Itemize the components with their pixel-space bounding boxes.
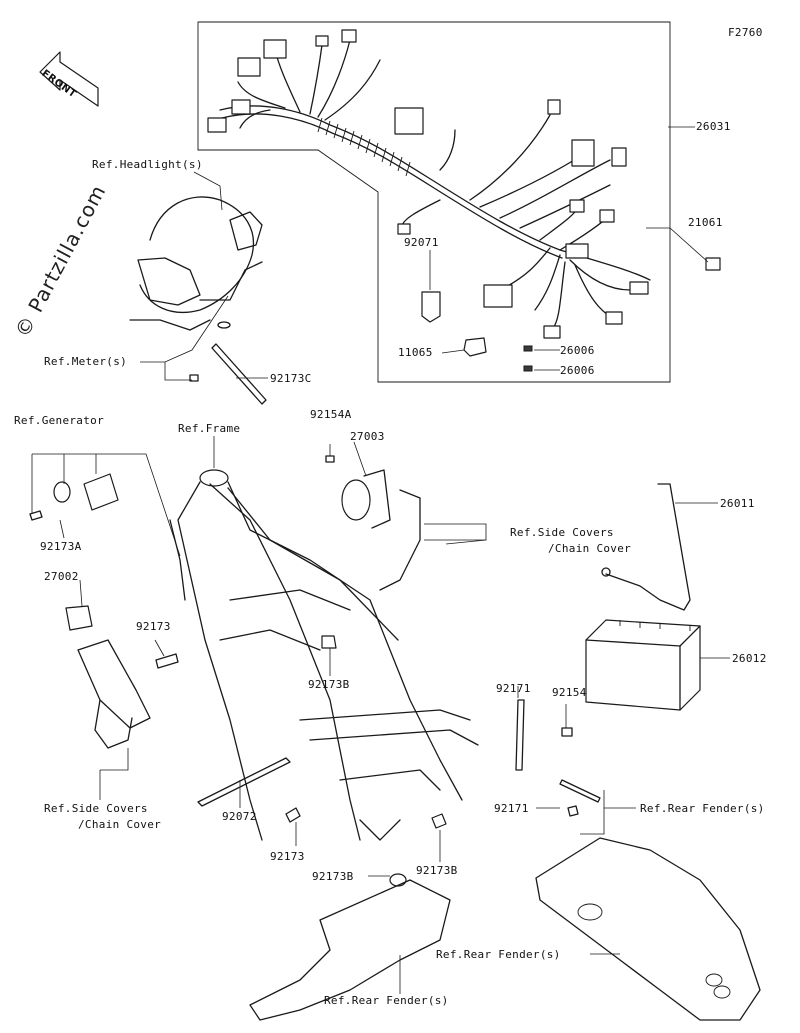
label-ref-chain-cover-1: /Chain Cover — [548, 542, 632, 555]
part-92173-bolt-2 — [285, 807, 301, 823]
frame — [169, 469, 479, 841]
part-92171-b — [559, 779, 601, 803]
part-92154A — [325, 455, 335, 463]
part-92173B-grommet — [389, 873, 407, 887]
label-26031: 26031 — [696, 120, 731, 133]
label-ref-frame: Ref.Frame — [178, 422, 241, 435]
part-92173B-clip-2 — [431, 813, 447, 829]
label-ref-side-covers-1: Ref.Side Covers — [510, 526, 614, 539]
label-26006-a: 26006 — [560, 344, 595, 357]
part-92173A — [29, 510, 43, 521]
label-ref-side-covers-2: Ref.Side Covers — [44, 802, 148, 815]
label-92173-1: 92173 — [136, 620, 171, 633]
label-92071: 92071 — [404, 236, 439, 249]
part-92173B-clip-1 — [321, 635, 337, 649]
part-27002 — [65, 605, 93, 631]
wire-harness-26031 — [207, 29, 651, 339]
relay-bracket — [77, 639, 151, 729]
part-26006-a — [523, 345, 533, 352]
label-92173A: 92173A — [40, 540, 82, 553]
part-26012-battery — [585, 619, 701, 711]
label-21061: 21061 — [688, 216, 723, 229]
generator-connector — [83, 473, 119, 511]
label-27003: 27003 — [350, 430, 385, 443]
label-ref-rear-fender-3: Ref.Rear Fender(s) — [324, 994, 449, 1007]
ref-meter-screw — [189, 374, 199, 382]
label-ref-headlight: Ref.Headlight(s) — [92, 158, 203, 171]
label-92154A: 92154A — [310, 408, 352, 421]
label-26006-b: 26006 — [560, 364, 595, 377]
part-92071 — [421, 291, 441, 323]
label-92171-2: 92171 — [494, 802, 529, 815]
part-92173C — [211, 343, 267, 405]
label-ref-chain-cover-2: /Chain Cover — [78, 818, 162, 831]
part-26011 — [605, 483, 691, 611]
label-ref-rear-fender-1: Ref.Rear Fender(s) — [640, 802, 765, 815]
label-ref-generator: Ref.Generator — [14, 414, 104, 427]
rear-fender-lower — [249, 879, 451, 1021]
label-92154: 92154 — [552, 686, 587, 699]
label-92072: 92072 — [222, 810, 257, 823]
harness-inset-frame — [197, 21, 671, 383]
front-arrow-icon — [39, 51, 99, 107]
label-92173C: 92173C — [270, 372, 312, 385]
generator-grommet — [53, 481, 71, 503]
part-92171-a — [515, 699, 525, 771]
label-ref-meter: Ref.Meter(s) — [44, 355, 128, 368]
label-92173-2: 92173 — [270, 850, 305, 863]
rear-fender-right — [535, 837, 761, 1021]
label-92171-1: 92171 — [496, 682, 531, 695]
figure-code: F2760 — [728, 26, 763, 39]
part-92173-bolt-1 — [155, 653, 179, 669]
label-ref-rear-fender-2: Ref.Rear Fender(s) — [436, 948, 561, 961]
label-11065: 11065 — [398, 346, 433, 359]
part-92154-bolt — [561, 727, 573, 737]
label-26012: 26012 — [732, 652, 767, 665]
label-92173B-3: 92173B — [312, 870, 354, 883]
part-27003-horn — [341, 479, 371, 521]
leader-lines — [31, 126, 730, 994]
part-92072 — [197, 757, 291, 807]
part-26006-b — [523, 365, 533, 372]
label-26011: 26011 — [720, 497, 755, 510]
label-92173B-2: 92173B — [416, 864, 458, 877]
headlight-bracket — [129, 196, 263, 331]
part-11065 — [463, 337, 487, 357]
label-92173B-1: 92173B — [308, 678, 350, 691]
part-21061 — [705, 257, 721, 271]
label-27002: 27002 — [44, 570, 79, 583]
